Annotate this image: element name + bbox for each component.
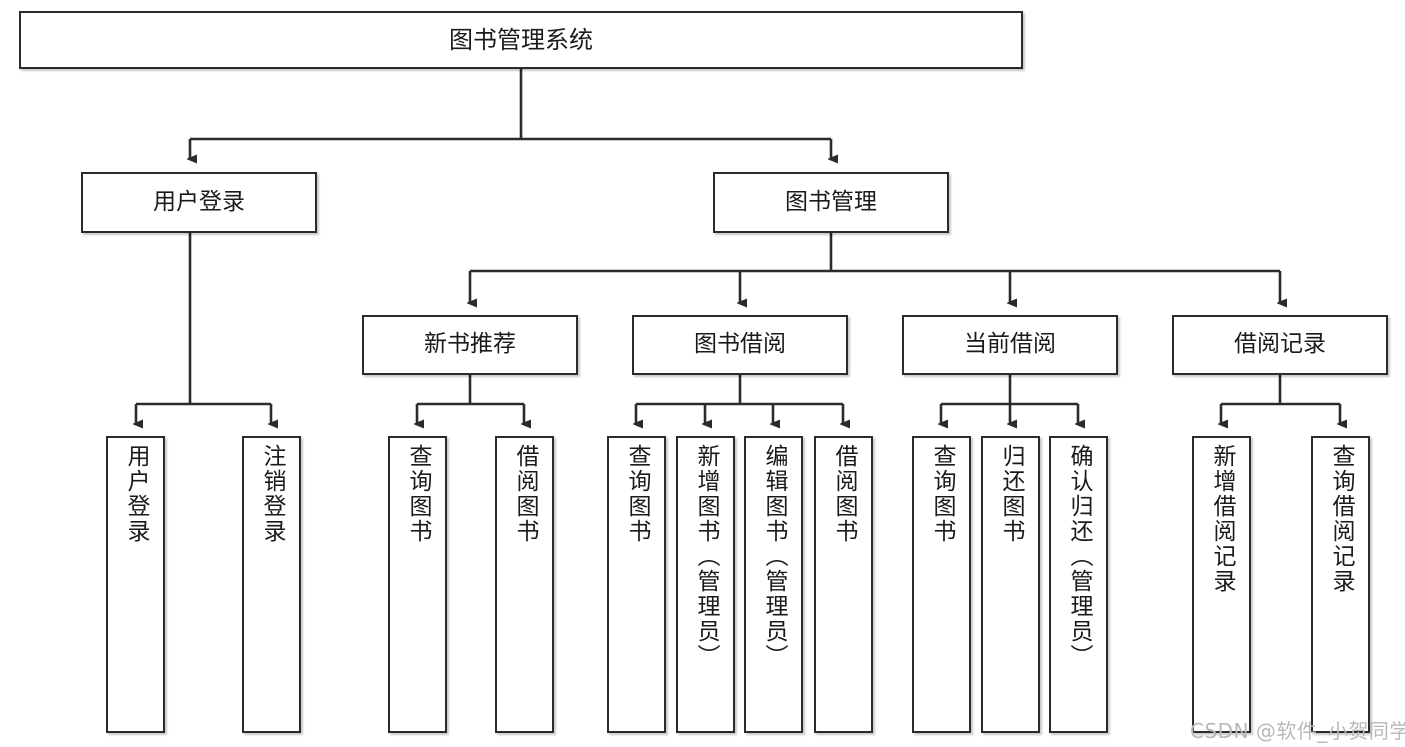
node-label: 注销登录 <box>259 444 285 544</box>
node-label: 归还图书 <box>998 444 1024 544</box>
leaf-user-login-login[interactable]: 用户登录 <box>106 436 165 733</box>
node-borrow-record[interactable]: 借阅记录 <box>1172 315 1388 375</box>
leaf-book-borrow-edit-book-admin[interactable]: 编辑图书（管理员） <box>744 436 803 733</box>
leaf-borrow-record-add-record[interactable]: 新增借阅记录 <box>1192 436 1251 733</box>
leaf-book-borrow-query-book[interactable]: 查询图书 <box>607 436 666 733</box>
node-label: 确认归还（管理员） <box>1066 444 1092 669</box>
node-label: 查询图书 <box>929 444 955 544</box>
leaf-current-borrow-return-book[interactable]: 归还图书 <box>981 436 1040 733</box>
node-root-book-management-system[interactable]: 图书管理系统 <box>19 11 1023 69</box>
leaf-user-login-logout[interactable]: 注销登录 <box>242 436 301 733</box>
leaf-book-borrow-borrow-book[interactable]: 借阅图书 <box>814 436 873 733</box>
leaf-current-borrow-query-book[interactable]: 查询图书 <box>912 436 971 733</box>
node-label: 用户登录 <box>153 188 245 215</box>
node-new-book-recommend[interactable]: 新书推荐 <box>362 315 578 375</box>
node-label: 当前借阅 <box>964 331 1056 358</box>
node-label: 图书管理 <box>785 188 877 215</box>
node-label: 新增图书（管理员） <box>693 444 719 669</box>
node-user-login[interactable]: 用户登录 <box>81 172 317 233</box>
node-label: 图书管理系统 <box>449 25 593 54</box>
leaf-borrow-record-query-record[interactable]: 查询借阅记录 <box>1311 436 1370 733</box>
node-label: 查询借阅记录 <box>1328 444 1354 594</box>
leaf-new-book-query-book[interactable]: 查询图书 <box>388 436 447 733</box>
node-label: 借阅图书 <box>512 444 538 544</box>
node-label: 新增借阅记录 <box>1209 444 1235 594</box>
node-label: 借阅图书 <box>831 444 857 544</box>
node-label: 编辑图书（管理员） <box>761 444 787 669</box>
node-book-borrow[interactable]: 图书借阅 <box>632 315 848 375</box>
node-book-management[interactable]: 图书管理 <box>713 172 949 233</box>
leaf-book-borrow-add-book-admin[interactable]: 新增图书（管理员） <box>676 436 735 733</box>
node-label: 查询图书 <box>405 444 431 544</box>
node-label: 借阅记录 <box>1234 331 1326 358</box>
node-label: 用户登录 <box>123 444 149 544</box>
node-label: 查询图书 <box>624 444 650 544</box>
csdn-watermark: CSDN @软件_小贺同学 <box>1190 719 1405 743</box>
node-label: 新书推荐 <box>424 331 516 358</box>
leaf-new-book-borrow-book[interactable]: 借阅图书 <box>495 436 554 733</box>
leaf-current-borrow-confirm-return-admin[interactable]: 确认归还（管理员） <box>1049 436 1108 733</box>
node-label: 图书借阅 <box>694 331 786 358</box>
node-current-borrow[interactable]: 当前借阅 <box>902 315 1118 375</box>
